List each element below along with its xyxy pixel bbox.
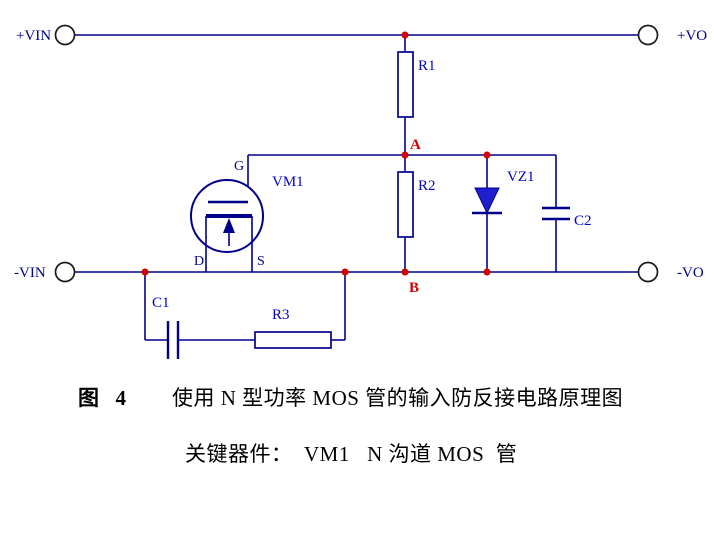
zener-label: VZ1: [507, 169, 535, 185]
capacitor-label: C1: [152, 295, 170, 311]
terminal-circle: [54, 24, 76, 46]
node-label: A: [410, 137, 421, 153]
capacitor-c2: C2: [542, 155, 592, 272]
resistor-body: [254, 331, 332, 349]
junction-dots: [141, 31, 491, 276]
junction-dot: [483, 151, 491, 159]
junction-dot: [341, 268, 349, 276]
resistor-label: R3: [272, 307, 290, 323]
capacitor-label: C2: [574, 213, 592, 229]
terminal-label: +VIN: [16, 28, 51, 44]
resistor-r2: R2: [397, 155, 436, 272]
terminal-vin-pos: +VIN: [16, 24, 76, 46]
terminal-circle: [637, 261, 659, 283]
terminal-vo-pos: +VO: [637, 24, 707, 46]
terminal-vo-neg: -VO: [637, 261, 704, 283]
gate-pin-label: G: [234, 159, 244, 174]
mosfet-vm1: G D S VM1: [190, 155, 304, 272]
resistor-r1: R1: [397, 35, 436, 155]
mosfet-label: VM1: [272, 174, 304, 190]
resistor-label: R2: [418, 178, 436, 194]
source-pin-label: S: [257, 254, 265, 269]
terminal-circle: [637, 24, 659, 46]
terminal-vin-neg: -VIN: [14, 261, 76, 283]
junction-dot: [401, 151, 409, 159]
node-label: B: [409, 280, 419, 296]
figure-caption: 图 4 使用 N 型功率 MOS 管的输入防反接电路原理图: [57, 357, 623, 437]
drain-pin-label: D: [194, 254, 204, 269]
junction-dot: [483, 268, 491, 276]
terminal-label: -VO: [677, 265, 704, 281]
resistor-label: R1: [418, 58, 436, 74]
junction-dot: [401, 31, 409, 39]
terminal-circle: [54, 261, 76, 283]
figure-label: 图 4: [78, 386, 128, 410]
key-components-line: 关键器件： VM1 N 沟道 MOS 管: [185, 442, 518, 466]
junction-dot: [141, 268, 149, 276]
resistor-body: [397, 51, 414, 118]
snubber-branch: C1 R3: [144, 272, 346, 359]
node-b: B: [401, 268, 419, 296]
zener-triangle: [474, 187, 500, 215]
resistor-body: [397, 171, 414, 238]
substrate-arrow-icon: [223, 218, 235, 233]
zener-vz1: VZ1: [472, 155, 535, 272]
terminal-label: -VIN: [14, 265, 46, 281]
figure-title: 使用 N 型功率 MOS 管的输入防反接电路原理图: [172, 386, 624, 410]
junction-dot: [401, 268, 409, 276]
node-a: A: [401, 137, 421, 159]
terminal-label: +VO: [677, 28, 707, 44]
